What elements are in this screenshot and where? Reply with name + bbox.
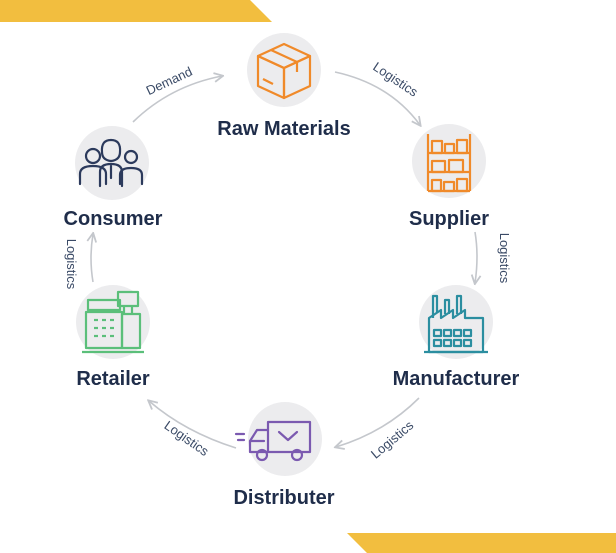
edge-label-logistics-2: Logistics bbox=[497, 233, 512, 284]
node-label-raw-materials: Raw Materials bbox=[217, 118, 350, 140]
edge-demand: Demand bbox=[132, 64, 222, 123]
edge-logistics-retailer-to-consumer: Logistics bbox=[64, 234, 93, 290]
node-label-retailer: Retailer bbox=[76, 368, 150, 390]
node-manufacturer: Manufacturer bbox=[393, 285, 520, 390]
edge-label-logistics-3: Logistics bbox=[368, 417, 417, 461]
node-raw-materials: Raw Materials bbox=[217, 33, 351, 140]
node-label-supplier: Supplier bbox=[409, 208, 489, 230]
node-retailer: Retailer bbox=[76, 285, 150, 390]
node-consumer: Consumer bbox=[64, 126, 163, 230]
people-group-icon bbox=[78, 138, 144, 188]
edge-label-logistics-1: Logistics bbox=[370, 59, 421, 100]
warehouse-shelf-icon bbox=[426, 134, 472, 193]
box-icon bbox=[256, 42, 312, 100]
edge-logistics-distributer-to-retailer: Logistics bbox=[149, 401, 237, 460]
edge-logistics-supplier-to-manufacturer: Logistics bbox=[475, 231, 512, 284]
delivery-truck-icon bbox=[234, 420, 312, 462]
edge-label-demand: Demand bbox=[144, 64, 195, 98]
top-accent-stripe bbox=[0, 0, 272, 22]
edge-label-logistics-5: Logistics bbox=[64, 239, 79, 290]
cash-register-icon bbox=[82, 290, 144, 354]
edge-logistics-raw-to-supplier: Logistics bbox=[334, 59, 421, 125]
node-supplier: Supplier bbox=[409, 124, 489, 230]
edge-logistics-manufacturer-to-distributer: Logistics bbox=[336, 397, 420, 462]
node-label-distributer: Distributer bbox=[233, 487, 334, 509]
bottom-accent-stripe bbox=[347, 533, 616, 553]
node-label-consumer: Consumer bbox=[64, 208, 163, 230]
node-label-manufacturer: Manufacturer bbox=[393, 368, 520, 390]
factory-icon bbox=[424, 294, 488, 354]
node-distributer: Distributer bbox=[233, 402, 335, 509]
edge-label-logistics-4: Logistics bbox=[162, 418, 212, 460]
